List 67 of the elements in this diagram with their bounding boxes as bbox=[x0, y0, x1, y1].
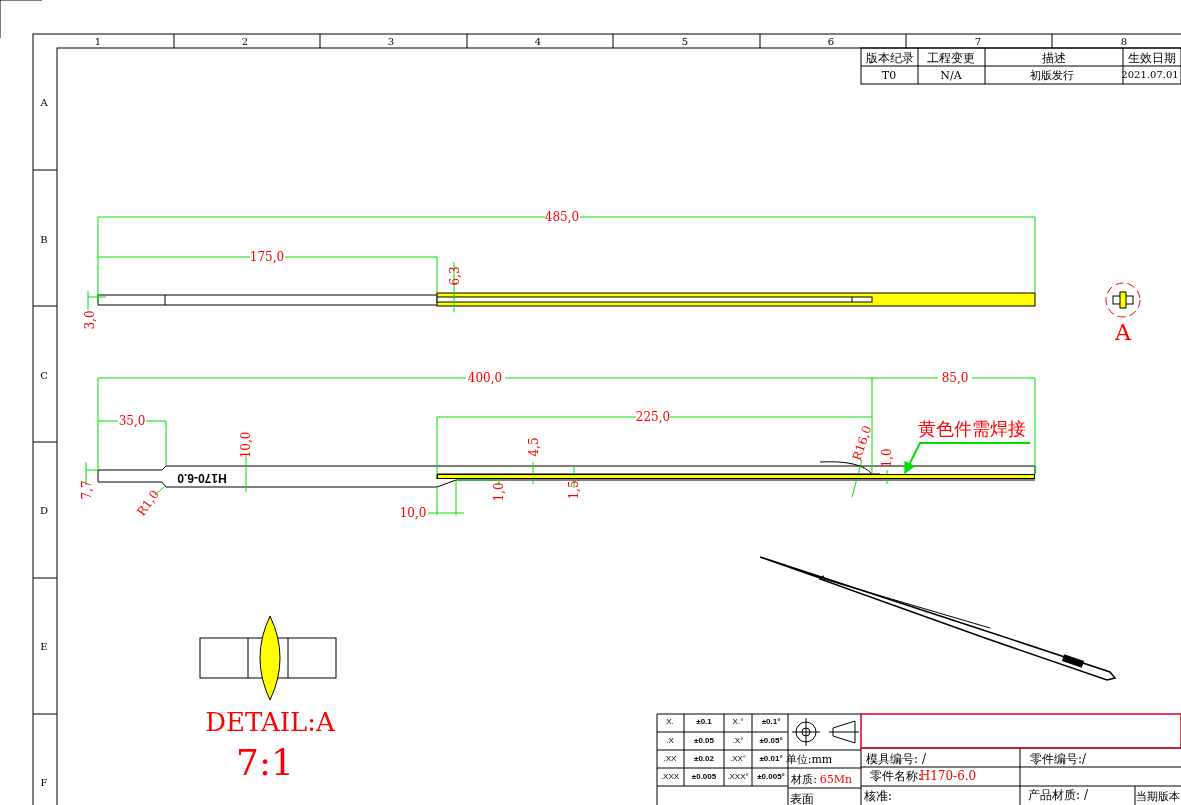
tolerance-cell: ±0.05° bbox=[759, 737, 783, 745]
tolerance-cell: .XXX° bbox=[727, 773, 749, 781]
dimension-text: 6,3 bbox=[449, 266, 461, 286]
tolerance-cell: ±0.005 bbox=[691, 773, 717, 781]
dimension-text: 4,5 bbox=[528, 437, 540, 457]
leader-line bbox=[904, 442, 1031, 475]
scale-text: 7:1 bbox=[236, 745, 294, 781]
dimension-text: 35,0 bbox=[118, 415, 146, 427]
grid-number: 8 bbox=[1120, 37, 1128, 47]
grid-letter: E bbox=[40, 642, 48, 652]
table-header: 版本纪录 bbox=[866, 52, 914, 64]
dimension-text: 485,0 bbox=[544, 211, 580, 223]
table-cell: T0 bbox=[881, 69, 897, 81]
table-cell: 初版发行 bbox=[1030, 69, 1074, 81]
tolerance-cell: ±0.05 bbox=[694, 737, 714, 745]
detail-title: DETAIL:A bbox=[205, 709, 335, 735]
tolerance-cell: ±0.1 bbox=[696, 718, 712, 726]
grid-number: 7 bbox=[974, 37, 982, 47]
version-label: 当期版本 bbox=[1136, 790, 1180, 802]
grid-number: 6 bbox=[827, 37, 835, 47]
grid-letter: A bbox=[40, 98, 48, 108]
tolerance-cell: .X bbox=[666, 737, 674, 745]
tolerance-cell: .XX° bbox=[729, 755, 747, 763]
table-header: 生效日期 bbox=[1128, 52, 1176, 64]
grid-number: 1 bbox=[94, 37, 102, 47]
unit-text: 单位:mm bbox=[785, 753, 833, 765]
table-cell: 2021.07.01 bbox=[1121, 70, 1179, 80]
tolerance-cell: X. bbox=[666, 718, 674, 726]
dimension-text: 175,0 bbox=[249, 251, 285, 263]
part-number-label: 零件编号:/ bbox=[1029, 753, 1087, 765]
table-header: 工程变更 bbox=[927, 52, 975, 64]
dimension-text: 225,0 bbox=[635, 411, 671, 423]
grid-letter: F bbox=[40, 778, 48, 788]
grid-number: 4 bbox=[534, 37, 542, 47]
tolerance-cell: .XX bbox=[663, 755, 677, 763]
material-value: 65Mn bbox=[819, 773, 853, 785]
dimension-text: 10,0 bbox=[399, 507, 427, 519]
tolerance-cell: ±0.01° bbox=[759, 755, 783, 763]
dimension-text: 10,0 bbox=[240, 431, 252, 459]
tolerance-cell: .X° bbox=[732, 737, 744, 745]
table-cell: N/A bbox=[940, 69, 962, 81]
dimension-text: 400,0 bbox=[467, 372, 503, 384]
grid-number: 5 bbox=[681, 37, 689, 47]
surface-label: 表面 bbox=[790, 793, 814, 805]
grid-letter: C bbox=[40, 371, 48, 381]
engraved-marking: H170-6.0 bbox=[177, 472, 227, 484]
welded-strip bbox=[437, 474, 1035, 479]
grid-number: 2 bbox=[241, 37, 249, 47]
note-text: 黄色件需焊接 bbox=[918, 417, 1036, 441]
tolerance-cell: ±0.005° bbox=[757, 773, 785, 781]
product-material-label: 产品材质: / bbox=[1028, 789, 1088, 801]
mold-number-label: 模具编号: / bbox=[866, 753, 926, 765]
tolerance-cell: ±0.02 bbox=[694, 755, 714, 763]
detail-callout-letter: A bbox=[1115, 322, 1131, 344]
material-label: 材质: bbox=[791, 773, 817, 785]
tolerance-cell: X.° bbox=[732, 718, 744, 726]
tolerance-cell: .XXX bbox=[660, 773, 680, 781]
tolerance-cell: ±0.1° bbox=[761, 718, 781, 726]
grid-letter: D bbox=[40, 506, 48, 516]
grid-letter: B bbox=[40, 235, 48, 245]
dimension-text: R16,0 bbox=[850, 424, 874, 462]
table-header: 描述 bbox=[1042, 52, 1066, 64]
approval-label: 核准: bbox=[864, 790, 892, 802]
dimension-text: 3,0 bbox=[84, 310, 96, 330]
dimension-text: 7,7 bbox=[81, 480, 93, 500]
dimension-text: 85,0 bbox=[941, 372, 969, 384]
grid-number: 3 bbox=[387, 37, 395, 47]
